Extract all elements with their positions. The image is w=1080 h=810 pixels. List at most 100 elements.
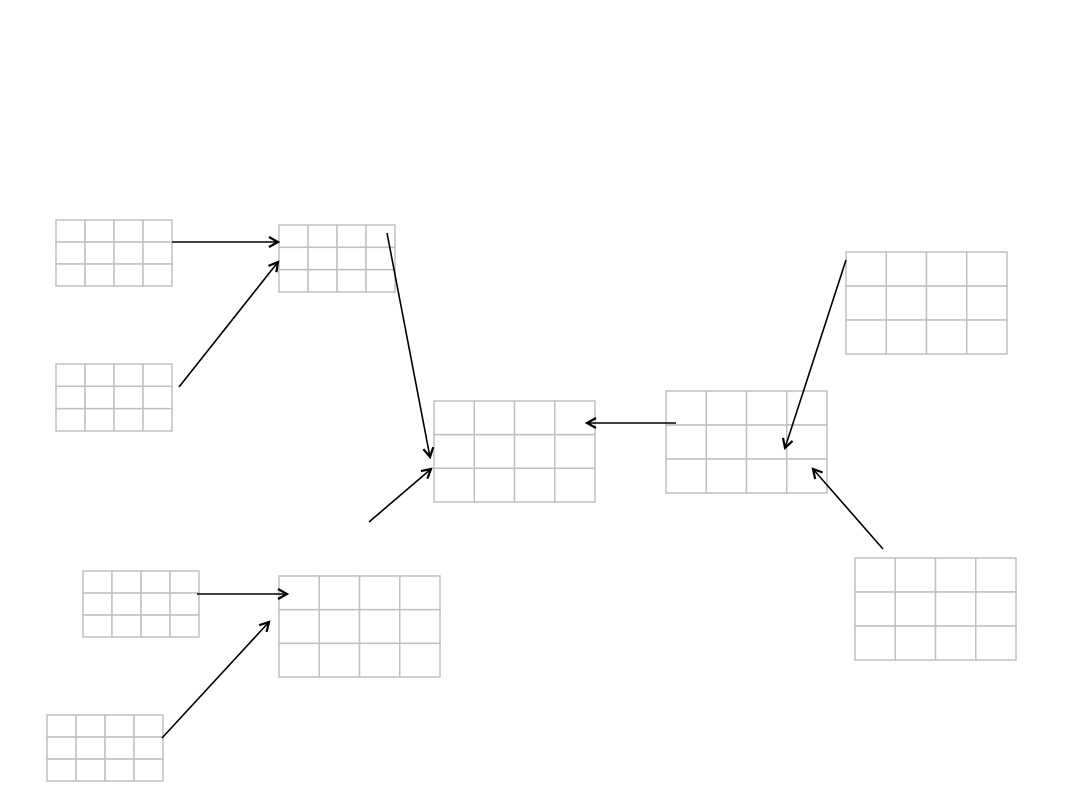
table-cell (925, 319, 968, 355)
table-cell (934, 625, 977, 661)
table-cell (82, 614, 113, 638)
table-cell (55, 363, 86, 388)
table-cell (336, 246, 367, 271)
table-cell (84, 241, 115, 265)
table-cell (46, 736, 77, 760)
table-t4 (433, 400, 596, 503)
table-cell (966, 251, 1008, 287)
table-cell (169, 592, 200, 616)
table-cell (513, 433, 556, 470)
table-cell (104, 758, 135, 782)
table-cell (433, 400, 475, 436)
table-cell (113, 263, 144, 287)
table-cell (46, 714, 77, 738)
table-cell (433, 433, 475, 470)
table-cell (140, 592, 171, 616)
table-cell (786, 390, 828, 426)
table-cell (554, 467, 596, 503)
table-cell (55, 219, 86, 243)
table-cell (966, 319, 1008, 355)
table-cell (55, 407, 86, 432)
table-cell (278, 608, 320, 645)
table-cell (845, 285, 887, 321)
table-cell (473, 400, 516, 436)
table-cell (975, 625, 1017, 661)
table-cell (318, 608, 361, 645)
table-cell (84, 407, 115, 432)
table-cell (113, 385, 144, 410)
table-cell (75, 736, 106, 760)
table-cell (307, 246, 338, 271)
table-t9 (278, 575, 441, 678)
table-cell (84, 263, 115, 287)
table-cell (925, 251, 968, 287)
table-cell (169, 614, 200, 638)
arrow-t2-to-t4 (386, 232, 430, 457)
table-cell (975, 591, 1017, 627)
table-cell (318, 642, 361, 678)
table-cell (75, 714, 106, 738)
table-cell (278, 575, 320, 611)
table-cell (84, 363, 115, 388)
table-cell (169, 570, 200, 594)
table-cell (365, 224, 396, 249)
table-cell (894, 625, 937, 661)
table-cell (278, 268, 309, 293)
table-cell (82, 592, 113, 616)
table-cell (307, 224, 338, 249)
table-cell (113, 363, 144, 388)
table-cell (786, 424, 828, 460)
table-cell (705, 424, 748, 460)
table-cell (133, 758, 164, 782)
table-cell (513, 467, 556, 503)
table-cell (925, 285, 968, 321)
table-cell (554, 433, 596, 470)
table-cell (786, 458, 828, 494)
table-cell (845, 251, 887, 287)
table-cell (854, 591, 896, 627)
table-cell (894, 557, 937, 593)
table-t8 (82, 570, 200, 638)
table-cell (133, 714, 164, 738)
table-cell (82, 570, 113, 594)
table-cell (113, 407, 144, 432)
arrow-t7-to-t5 (813, 469, 884, 550)
table-cell (142, 363, 173, 388)
table-cell (399, 608, 441, 645)
table-cell (365, 268, 396, 293)
table-cell (885, 285, 928, 321)
table-cell (399, 642, 441, 678)
table-cell (885, 319, 928, 355)
table-t6 (845, 251, 1008, 355)
table-cell (46, 758, 77, 782)
table-cell (705, 390, 748, 426)
table-cell (894, 591, 937, 627)
table-cell (142, 219, 173, 243)
table-cell (885, 251, 928, 287)
table-cell (745, 458, 788, 494)
table-cell (140, 614, 171, 638)
table-cell (140, 570, 171, 594)
table-cell (142, 241, 173, 265)
table-cell (934, 591, 977, 627)
table-cell (142, 407, 173, 432)
table-cell (84, 385, 115, 410)
table-cell (358, 575, 401, 611)
table-t3 (55, 363, 173, 432)
table-cell (705, 458, 748, 494)
table-t1 (55, 219, 173, 287)
table-cell (113, 241, 144, 265)
table-cell (934, 557, 977, 593)
table-t10 (46, 714, 164, 782)
table-cell (104, 714, 135, 738)
table-cell (358, 608, 401, 645)
arrow-t9-to-t4 (368, 469, 431, 523)
table-cell (336, 224, 367, 249)
table-cell (278, 246, 309, 271)
table-cell (142, 385, 173, 410)
table-cell (845, 319, 887, 355)
table-cell (307, 268, 338, 293)
table-t2 (278, 224, 396, 293)
table-cell (278, 224, 309, 249)
